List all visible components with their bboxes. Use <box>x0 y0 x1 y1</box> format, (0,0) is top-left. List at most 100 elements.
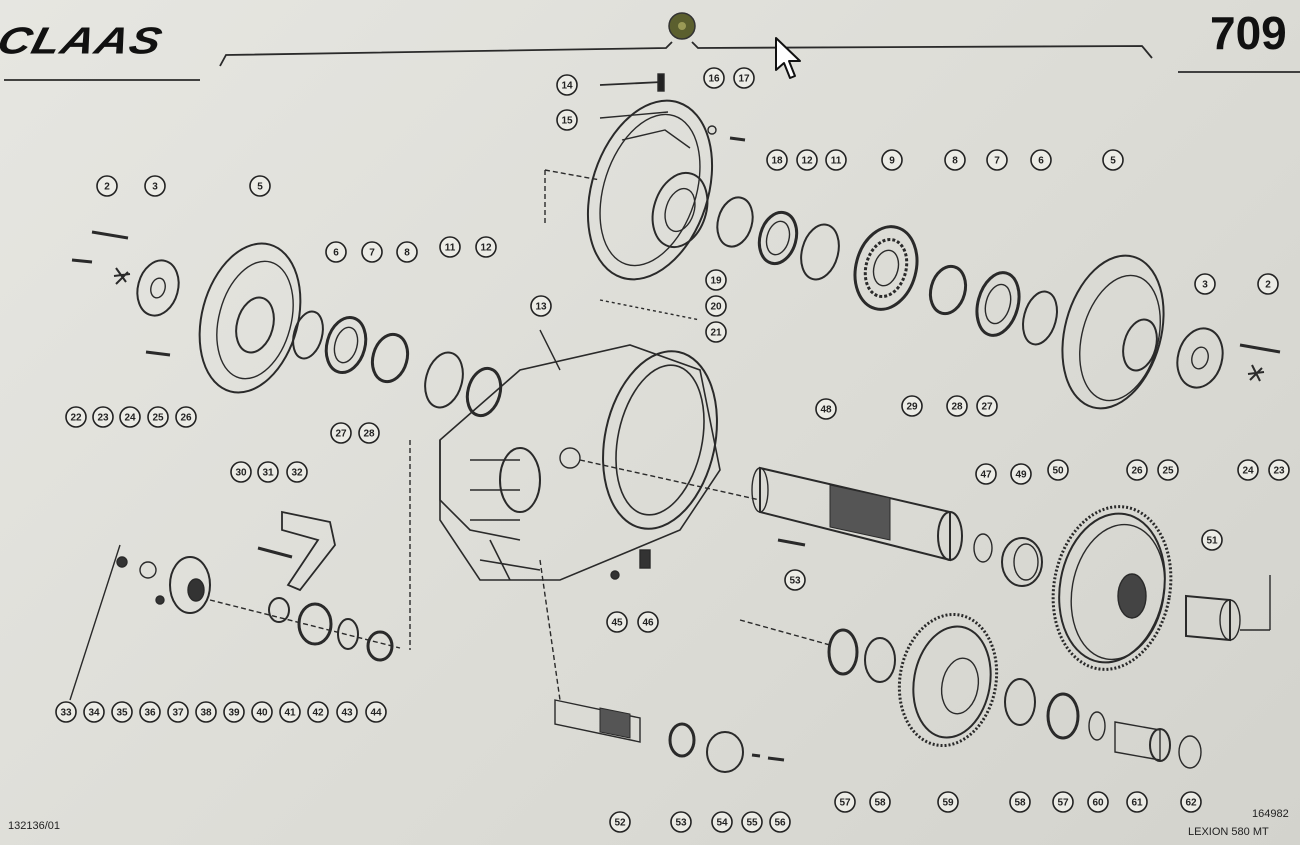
part-callout: 25 <box>147 406 169 428</box>
part-number-label: 26 <box>1131 466 1143 477</box>
part-number-label: 24 <box>1242 466 1254 477</box>
part-number-label: 20 <box>710 302 722 313</box>
part-callout: 28 <box>358 422 380 444</box>
part-callout: 23 <box>1268 459 1290 481</box>
part-number-label: 60 <box>1092 798 1104 809</box>
part-number-label: 32 <box>291 468 303 479</box>
part-number-label: 45 <box>611 618 623 629</box>
part-callout: 2 <box>1257 273 1279 295</box>
part-callout: 21 <box>705 321 727 343</box>
part-number-label: 62 <box>1185 798 1197 809</box>
part-callout: 55 <box>741 811 763 833</box>
part-callout: 53 <box>670 811 692 833</box>
part-callout: 60 <box>1087 791 1109 813</box>
part-number-label: 5 <box>1110 156 1116 167</box>
part-callout: 29 <box>901 395 923 417</box>
part-number-label: 39 <box>228 708 240 719</box>
part-callout: 11 <box>439 236 461 258</box>
part-callout: 16 <box>703 67 725 89</box>
part-callout: 11 <box>825 149 847 171</box>
part-callout: 12 <box>796 149 818 171</box>
part-number-label: 12 <box>480 243 492 254</box>
part-callout: 58 <box>869 791 891 813</box>
part-number-label: 43 <box>341 708 353 719</box>
part-number-label: 51 <box>1206 536 1218 547</box>
part-number-label: 28 <box>951 402 963 413</box>
part-number-label: 42 <box>312 708 324 719</box>
part-number-label: 56 <box>774 818 786 829</box>
part-callout: 34 <box>83 701 105 723</box>
part-number-label: 5 <box>257 182 263 193</box>
part-callout: 22 <box>65 406 87 428</box>
part-number-label: 3 <box>1202 280 1208 291</box>
part-number-label: 48 <box>820 405 832 416</box>
part-number-label: 58 <box>874 798 886 809</box>
part-number-label: 15 <box>561 116 573 127</box>
part-number-label: 55 <box>746 818 758 829</box>
part-callout: 32 <box>286 461 308 483</box>
part-number-label: 22 <box>70 413 82 424</box>
part-callout: 24 <box>1237 459 1259 481</box>
part-number-label: 44 <box>370 708 382 719</box>
part-number-label: 29 <box>906 402 918 413</box>
part-number-label: 2 <box>104 182 110 193</box>
part-number-label: 57 <box>839 798 851 809</box>
part-number-label: 52 <box>614 818 626 829</box>
part-number-label: 17 <box>738 74 750 85</box>
part-callout: 9 <box>881 149 903 171</box>
part-callout: 12 <box>475 236 497 258</box>
part-callout: 3 <box>144 175 166 197</box>
part-number-label: 41 <box>284 708 296 719</box>
part-callout: 44 <box>365 701 387 723</box>
part-number-label: 59 <box>942 798 954 809</box>
part-number-label: 57 <box>1057 798 1069 809</box>
part-number-label: 54 <box>716 818 728 829</box>
part-number-label: 50 <box>1052 466 1064 477</box>
part-number-label: 6 <box>333 248 339 259</box>
part-callout: 8 <box>944 149 966 171</box>
part-number-label: 23 <box>1273 466 1285 477</box>
part-callout: 5 <box>1102 149 1124 171</box>
part-number-label: 28 <box>363 429 375 440</box>
part-callout: 24 <box>119 406 141 428</box>
part-number-label: 37 <box>172 708 184 719</box>
part-callout: 27 <box>976 395 998 417</box>
part-callout: 18 <box>766 149 788 171</box>
part-callout: 47 <box>975 463 997 485</box>
part-callout: 31 <box>257 461 279 483</box>
part-callout: 25 <box>1157 459 1179 481</box>
gearbox-housing <box>439 344 721 581</box>
part-callout: 39 <box>223 701 245 723</box>
part-callout: 62 <box>1180 791 1202 813</box>
part-number-label: 34 <box>88 708 100 719</box>
part-callout: 53 <box>784 569 806 591</box>
drawing-code: 132136/01 <box>8 820 60 832</box>
part-number-label: 9 <box>889 156 895 167</box>
part-number-label: 16 <box>708 74 720 85</box>
part-callout: 38 <box>195 701 217 723</box>
part-callout: 33 <box>55 701 77 723</box>
part-number-label: 13 <box>535 302 547 313</box>
part-callout: 43 <box>336 701 358 723</box>
part-number-label: 35 <box>116 708 128 719</box>
part-callout: 57 <box>1052 791 1074 813</box>
part-callout: 23 <box>92 406 114 428</box>
part-callout: 54 <box>711 811 733 833</box>
part-number-label: 31 <box>262 468 274 479</box>
part-number-label: 6 <box>1038 156 1044 167</box>
part-callout: 8 <box>396 241 418 263</box>
part-callout: 41 <box>279 701 301 723</box>
part-number-label: 25 <box>152 413 164 424</box>
part-number-label: 40 <box>256 708 268 719</box>
part-callout: 51 <box>1201 529 1223 551</box>
part-callout: 28 <box>946 395 968 417</box>
part-number-label: 25 <box>1162 466 1174 477</box>
part-callout: 59 <box>937 791 959 813</box>
part-number-label: 46 <box>642 618 654 629</box>
part-callout: 5 <box>249 175 271 197</box>
part-callout: 7 <box>361 241 383 263</box>
part-callout: 57 <box>834 791 856 813</box>
